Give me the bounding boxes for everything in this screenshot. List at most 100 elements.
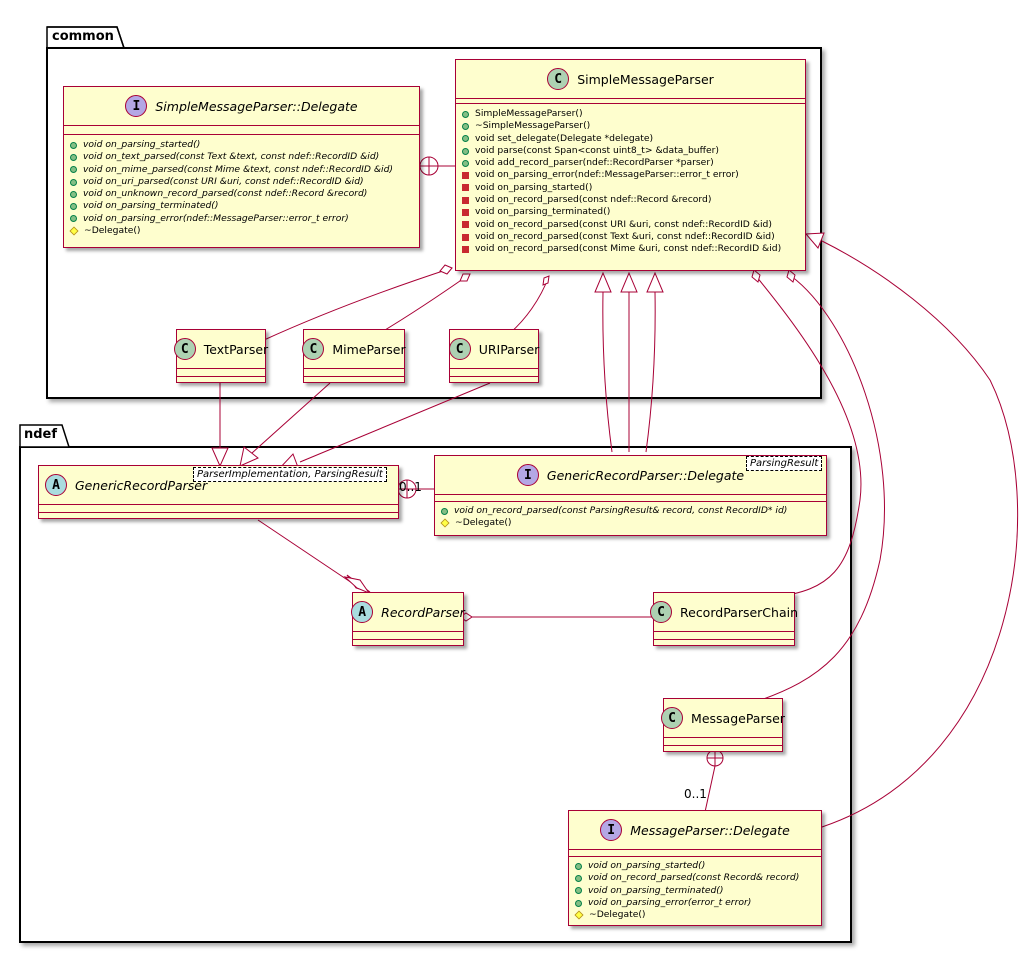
public-visibility-icon [575,887,582,895]
public-visibility-icon [575,874,582,882]
class-title: URIParser [478,341,540,357]
member-signature: ~Delegate() [455,517,512,529]
generalization-mpd-smp [804,232,1019,828]
private-visibility-icon [462,196,469,204]
aggregation-smp-textparser [263,264,453,341]
class-member: void on_record_parsed(const Text &uri, c… [462,231,799,243]
class-member: void on_record_parsed(const ParsingResul… [441,505,820,517]
member-signature: void on_record_parsed(const Mime &uri, c… [475,243,782,255]
member-signature: void on_unknown_record_parsed(const ndef… [83,188,368,200]
member-signature: void on_parsing_error(error_t error) [588,896,752,908]
class-member: void on_parsing_error(ndef::MessageParse… [462,169,799,181]
class-member: void on_unknown_record_parsed(const ndef… [70,188,413,200]
member-signature: SimpleMessageParser() [475,108,583,119]
class-icon: C [661,707,684,729]
class-member: SimpleMessageParser() [462,108,799,120]
member-signature: void on_parsing_started() [83,139,201,150]
member-signature: void on_record_parsed(const URI &uri, co… [475,218,772,230]
member-signature: void on_mime_parsed(const Mime &text, co… [83,163,393,175]
class-message-parser[interactable]: C MessageParser [661,698,785,752]
class-message-parser-delegate[interactable]: I MessageParser::Delegate void on_parsin… [568,810,822,926]
public-visibility-icon [575,862,582,870]
public-visibility-icon [441,507,448,515]
class-member: void on_record_parsed(const ndef::Record… [462,194,799,206]
class-icon: C [547,68,570,90]
member-signature: void set_delegate(Delegate *delegate) [475,132,654,144]
class-text-parser[interactable]: C TextParser [173,329,268,383]
public-visibility-icon [462,110,469,118]
class-icon: C [173,338,196,360]
class-title: MessageParser [691,710,785,726]
template-params: ParsingResult [746,456,823,471]
class-title: SimpleMessageParser::Delegate [155,98,358,114]
member-signature: void on_record_parsed(const ndef::Record… [475,194,712,206]
template-params: ParserImplementation, ParsingResult [193,467,387,482]
package-ndef-label: ndef [24,427,58,442]
abstract-icon: A [45,474,67,496]
class-record-parser-chain[interactable]: C RecordParserChain [650,592,799,646]
member-signature: void parse(const Span<const uint8_t> &da… [475,144,719,156]
class-icon: C [650,601,672,623]
protected-visibility-icon [69,226,79,236]
class-title: MimeParser [332,341,406,357]
class-member: void on_record_parsed(const URI &uri, co… [462,219,799,231]
public-visibility-icon [462,122,469,130]
protected-visibility-icon [574,910,584,920]
private-visibility-icon [462,245,469,253]
class-uri-parser[interactable]: C URIParser [448,329,540,383]
class-member: ~Delegate() [69,225,413,237]
class-member: void on_parsing_terminated() [462,206,799,218]
class-mime-parser[interactable]: C MimeParser [302,329,406,383]
generalization-grpd-smp [594,271,664,453]
member-list: SimpleMessageParser()~SimpleMessageParse… [456,103,805,260]
class-title: GenericRecordParser::Delegate [546,467,745,483]
class-member: void on_parsing_started() [70,139,413,151]
class-member: void parse(const Span<const uint8_t> &da… [462,145,799,157]
private-visibility-icon [462,172,469,180]
member-signature: void add_record_parser(ndef::RecordParse… [475,157,714,169]
abstract-icon: A [351,601,374,623]
private-visibility-icon [462,209,469,217]
member-signature: void on_parsing_error(ndef::MessageParse… [475,169,739,181]
aggregation-smp-mimeparser [379,273,471,334]
member-list: void on_parsing_started()void on_text_pa… [64,134,419,241]
class-simple-message-parser[interactable]: C SimpleMessageParser SimpleMessageParse… [455,59,806,271]
public-visibility-icon [70,166,77,174]
member-signature: void on_record_parsed(const ParsingResul… [454,505,788,516]
generalization-mimeparser [239,382,331,467]
class-title: RecordParserChain [680,604,799,620]
class-simple-message-parser-delegate[interactable]: I SimpleMessageParser::Delegate void on_… [63,86,420,248]
class-member: void add_record_parser(ndef::RecordParse… [462,157,799,169]
nesting-mp-delegate [704,749,724,813]
member-signature: void on_parsing_started() [475,181,593,193]
public-visibility-icon [462,135,469,143]
nesting-grp-delegate [397,479,436,499]
member-signature: void on_text_parsed(const Text &text, co… [83,151,380,163]
class-member: void on_text_parsed(const Text &text, co… [70,151,413,163]
member-signature: void on_uri_parsed(const URI &uri, const… [83,175,364,187]
interface-icon: I [516,464,539,486]
public-visibility-icon [70,215,77,223]
member-signature: ~Delegate() [589,909,646,921]
member-signature: void on_parsing_terminated() [83,200,219,212]
class-member: void on_parsing_error(error_t error) [575,897,815,909]
multiplicity-label: 0..1 [399,480,422,494]
private-visibility-icon [462,221,469,229]
member-signature: void on_parsing_error(ndef::MessageParse… [83,212,349,224]
public-visibility-icon [70,153,77,161]
public-visibility-icon [575,899,582,907]
protected-visibility-icon [440,518,450,528]
class-record-parser[interactable]: A RecordParser [351,592,465,646]
nesting-smp-delegate [419,156,455,176]
class-member: void on_record_parsed(const Record& reco… [575,872,815,884]
member-list: void on_record_parsed(const ParsingResul… [435,501,826,534]
class-member: ~SimpleMessageParser() [462,120,799,132]
public-visibility-icon [70,203,77,211]
generalization-textparser [211,383,229,468]
member-signature: void on_record_parsed(const Text &uri, c… [475,230,775,242]
aggregation-smp-messageparser [754,269,885,703]
class-member: void on_parsing_started() [462,182,799,194]
class-member: void on_parsing_started() [575,860,815,872]
class-member: void on_record_parsed(const Mime &uri, c… [462,243,799,255]
